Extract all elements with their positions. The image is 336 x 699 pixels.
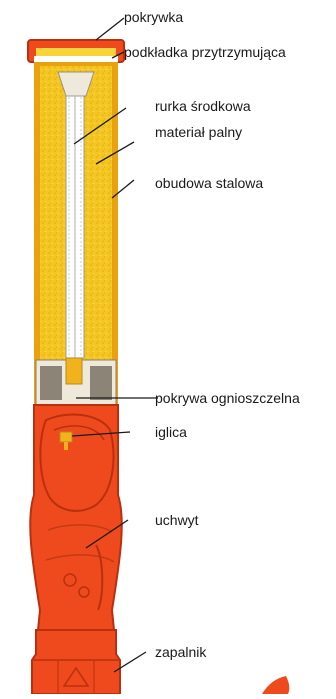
- label-flameproof-cover: pokrywa ognioszczelna: [155, 390, 300, 406]
- label-cap: pokrywka: [124, 9, 183, 25]
- label-steel-casing: obudowa stalowa: [155, 175, 263, 191]
- label-striker-pin: iglica: [155, 424, 187, 440]
- label-igniter: zapalnik: [155, 644, 206, 660]
- leader-cap: [96, 18, 124, 40]
- label-handle: uchwyt: [155, 512, 199, 528]
- igniter-shape: [32, 630, 120, 694]
- partial-shape: [262, 676, 289, 694]
- label-combustible-material: materiał palny: [155, 124, 242, 140]
- label-center-tube: rurka środkowa: [155, 98, 251, 114]
- cap-shape: [28, 40, 124, 62]
- handle-shape: [30, 405, 122, 630]
- center-tube-shape: [66, 96, 84, 358]
- label-retaining-washer: podkładka przytrzymująca: [124, 44, 286, 60]
